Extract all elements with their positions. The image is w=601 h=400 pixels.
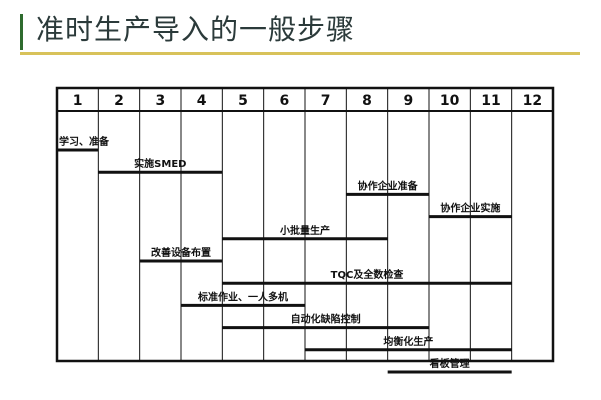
title-accent-bar (20, 14, 23, 50)
step-label: 均衡化生产 (383, 335, 433, 348)
month-label: 9 (403, 93, 413, 109)
month-label: 2 (114, 93, 124, 109)
month-label: 6 (279, 93, 289, 109)
month-label: 1 (73, 93, 83, 109)
step-label: 实施SMED (134, 157, 186, 170)
month-label: 8 (362, 93, 372, 109)
step-label: TQC及全数检查 (331, 268, 405, 281)
chart-grid (55, 86, 555, 363)
month-label: 3 (155, 93, 165, 109)
step-label: 标准作业、一人多机 (197, 290, 288, 303)
month-label: 5 (238, 93, 248, 109)
step-label: 改善设备布置 (151, 246, 211, 259)
step-label: 小批量生产 (279, 224, 330, 237)
month-label: 10 (440, 93, 460, 109)
step-label: 学习、准备 (59, 135, 110, 148)
month-label: 11 (481, 93, 500, 109)
month-label: 4 (197, 93, 207, 109)
month-label: 12 (523, 93, 542, 109)
step-bars (57, 148, 512, 374)
month-label: 7 (321, 93, 331, 109)
step-label: 协作企业实施 (440, 202, 500, 215)
step-label: 协作企业准备 (358, 179, 419, 192)
title-underline (20, 52, 580, 55)
step-label: 自动化缺陷控制 (291, 313, 361, 326)
page-title: 准时生产导入的一般步骤 (36, 13, 356, 46)
step-label: 看板管理 (430, 357, 470, 370)
